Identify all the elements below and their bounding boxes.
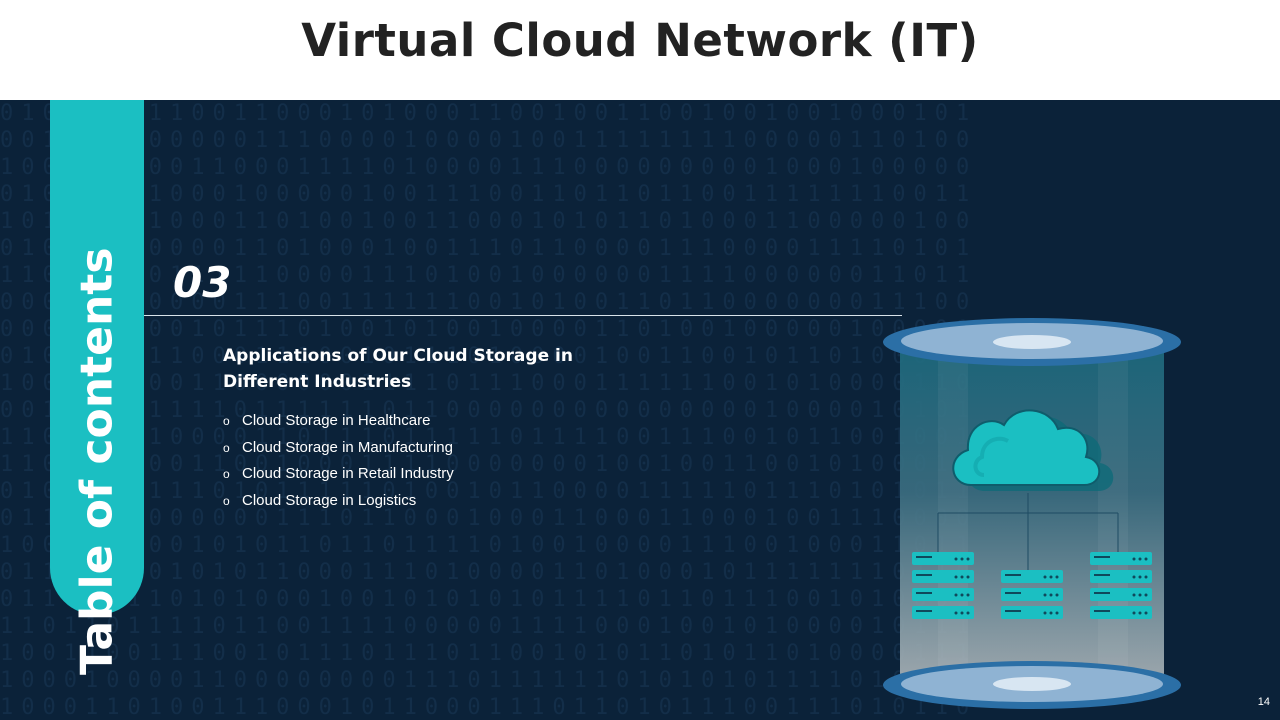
server-icon	[1001, 570, 1063, 619]
server-icon	[912, 552, 974, 619]
list-item-text: Cloud Storage in Manufacturing	[242, 438, 453, 456]
binary-background: 0100010110011000101000110010011001001001…	[0, 101, 978, 720]
cloud-icon	[952, 409, 1114, 491]
list-item-text: Cloud Storage in Healthcare	[242, 412, 431, 429]
cylinder-icon	[883, 318, 1181, 709]
list-item-text: Cloud Storage in Retail Industry	[242, 465, 454, 483]
list-item: o Cloud Storage in Healthcare	[223, 408, 454, 435]
section-heading: Applications of Our Cloud Storage in Dif…	[223, 346, 573, 392]
bullet-icon: o	[223, 467, 230, 482]
list-item: o Cloud Storage in Retail Industry	[223, 461, 454, 488]
cloud-server-illustration	[883, 318, 1181, 709]
section-number: 03	[173, 258, 232, 307]
slide-title: Virtual Cloud Network (IT)	[301, 14, 979, 67]
list-item: o Cloud Storage in Logistics	[223, 488, 454, 515]
network-lines	[937, 493, 1119, 570]
bullet-icon: o	[223, 494, 230, 509]
list-item: o Cloud Storage in Manufacturing	[223, 435, 454, 462]
page-number: 14	[1257, 696, 1270, 708]
slide-body: 0100010110011000101000110010011001001001…	[0, 100, 1280, 720]
toc-tab	[50, 100, 144, 615]
bullet-icon: o	[223, 440, 230, 455]
header: Virtual Cloud Network (IT)	[0, 0, 1280, 100]
bullet-icon: o	[223, 414, 230, 428]
server-details	[916, 556, 1148, 615]
toc-label: Table of contents	[71, 247, 123, 675]
list-item-text: Cloud Storage in Logistics	[242, 492, 417, 510]
divider	[144, 315, 902, 316]
server-icon	[1090, 552, 1152, 619]
